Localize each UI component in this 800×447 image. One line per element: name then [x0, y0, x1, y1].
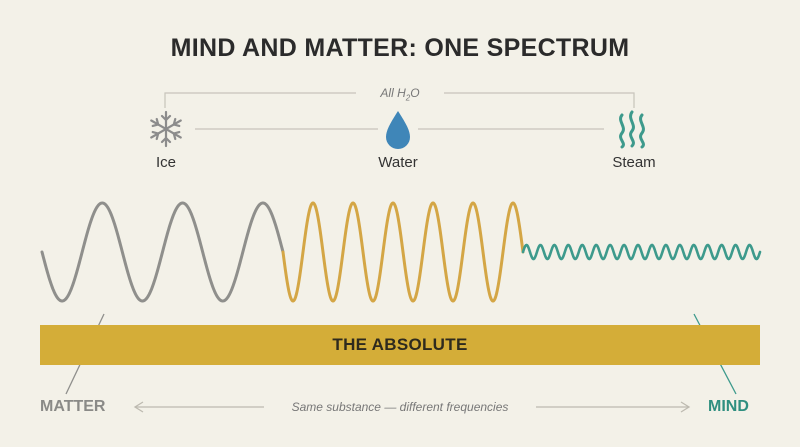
ice-label: Ice [155, 154, 176, 171]
absolute-label: THE ABSOLUTE [332, 335, 468, 354]
h2o-group-label: All H2O [380, 86, 420, 103]
steam-icon [619, 110, 645, 149]
spectrum-caption: Same substance — different frequencies [291, 400, 509, 414]
water-drop-icon [386, 111, 410, 149]
water-label: Water [378, 154, 418, 171]
matter-wave [40, 201, 285, 303]
h2o-bracket [164, 92, 635, 108]
mind-wave [521, 243, 762, 261]
absolute-bar: THE ABSOLUTE [40, 325, 760, 365]
left-arrowhead-icon [133, 401, 144, 413]
steam-label: Steam [612, 154, 656, 171]
snowflake-icon [150, 110, 182, 148]
right-arrowhead-icon [680, 401, 691, 413]
mind-label: MIND [708, 398, 749, 415]
page-title: MIND AND MATTER: ONE SPECTRUM [170, 34, 630, 62]
matter-label: MATTER [40, 398, 106, 415]
transition-wave [281, 201, 525, 303]
